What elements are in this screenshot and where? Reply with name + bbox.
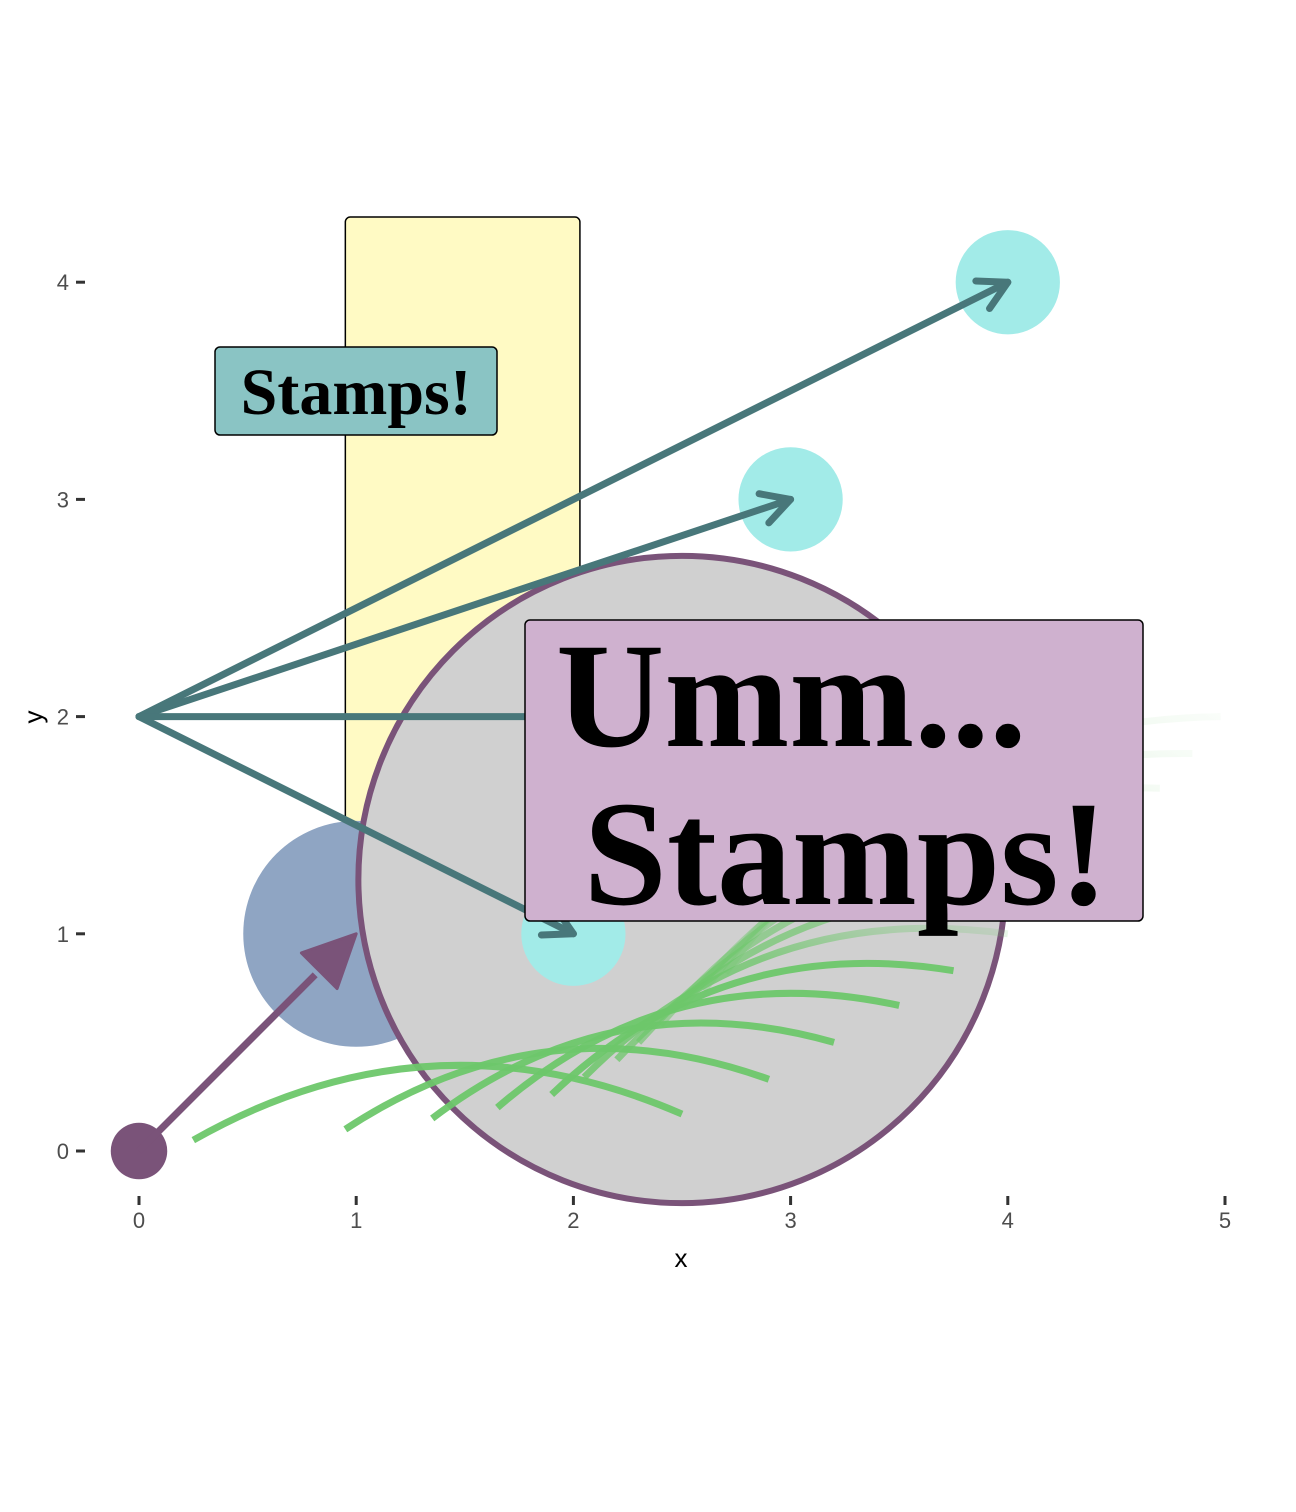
x-axis-title: x [675,1243,688,1273]
label-stamps-small: Stamps! [214,346,498,436]
x-tick-label: 2 [567,1208,579,1233]
svg-text:Stamps!: Stamps! [241,356,472,429]
x-axis: 0 1 2 3 4 5 [133,1196,1231,1233]
green-curve [191,1061,684,1144]
x-tick-label: 3 [784,1208,796,1233]
y-tick-label: 3 [57,487,69,512]
y-tick-label: 4 [57,270,69,295]
arrow-segment [136,932,358,1154]
y-axis: 0 1 2 3 4 [57,270,85,1164]
y-tick-label: 0 [57,1139,69,1164]
y-tick-label: 1 [57,922,69,947]
y-axis-title: y [18,711,48,724]
x-tick-label: 4 [1002,1208,1014,1233]
svg-text:Umm...: Umm... [556,613,1027,779]
arrow-segment [135,277,1012,721]
x-tick-label: 0 [133,1208,145,1233]
green-curve [581,924,1009,1080]
arrow-segment [135,490,795,721]
x-tick-label: 1 [350,1208,362,1233]
label-umm-stamps: Umm... Stamps! [524,613,1144,937]
green-curve [549,959,955,1098]
y-tick-label: 2 [57,705,69,730]
svg-text:Stamps!: Stamps! [546,771,1109,937]
x-tick-label: 5 [1219,1208,1231,1233]
